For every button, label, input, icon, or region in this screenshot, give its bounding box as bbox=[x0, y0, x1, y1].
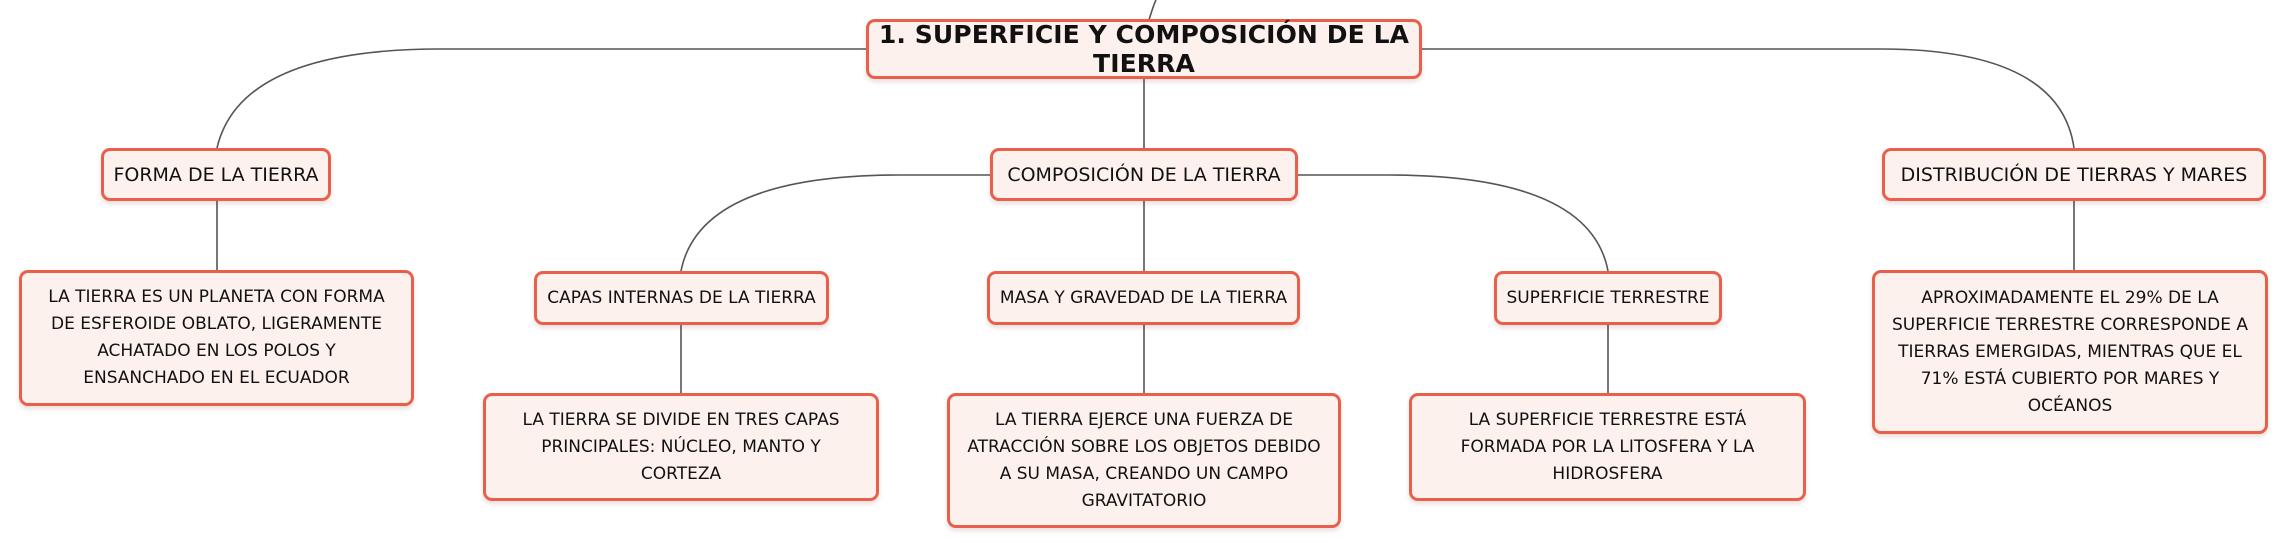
root-topic-node[interactable]: 1. SUPERFICIE Y COMPOSICIÓN DE LA TIERRA bbox=[866, 19, 1422, 79]
subtopic-superficie-terrestre[interactable]: SUPERFICIE TERRESTRE bbox=[1494, 271, 1722, 325]
topic-composicion-de-la-tierra[interactable]: COMPOSICIÓN DE LA TIERRA bbox=[990, 148, 1298, 201]
connector-composicion-superficie bbox=[1298, 174, 1609, 272]
detail-forma-de-la-tierra[interactable]: LA TIERRA ES UN PLANETA CON FORMA DE ESF… bbox=[19, 270, 414, 406]
connector-root-distribucion bbox=[1422, 48, 2075, 149]
topic-distribucion-de-tierras-y-mares[interactable]: DISTRIBUCIÓN DE TIERRAS Y MARES bbox=[1882, 148, 2266, 201]
detail-superficie-terrestre[interactable]: LA SUPERFICIE TERRESTRE ESTÁ FORMADA POR… bbox=[1409, 393, 1806, 501]
detail-masa-y-gravedad[interactable]: LA TIERRA EJERCE UNA FUERZA DE ATRACCIÓN… bbox=[947, 393, 1341, 528]
detail-distribucion-de-tierras-y-mares[interactable]: APROXIMADAMENTE EL 29% DE LA SUPERFICIE … bbox=[1872, 270, 2268, 434]
connector-root-parent bbox=[1148, 0, 1157, 21]
subtopic-masa-y-gravedad[interactable]: MASA Y GRAVEDAD DE LA TIERRA bbox=[987, 271, 1300, 325]
detail-capas-internas[interactable]: LA TIERRA SE DIVIDE EN TRES CAPAS PRINCI… bbox=[483, 393, 879, 501]
topic-forma-de-la-tierra[interactable]: FORMA DE LA TIERRA bbox=[101, 148, 331, 201]
connector-root-forma bbox=[216, 48, 866, 149]
connector-composicion-capas bbox=[680, 174, 990, 272]
subtopic-capas-internas[interactable]: CAPAS INTERNAS DE LA TIERRA bbox=[534, 271, 829, 325]
